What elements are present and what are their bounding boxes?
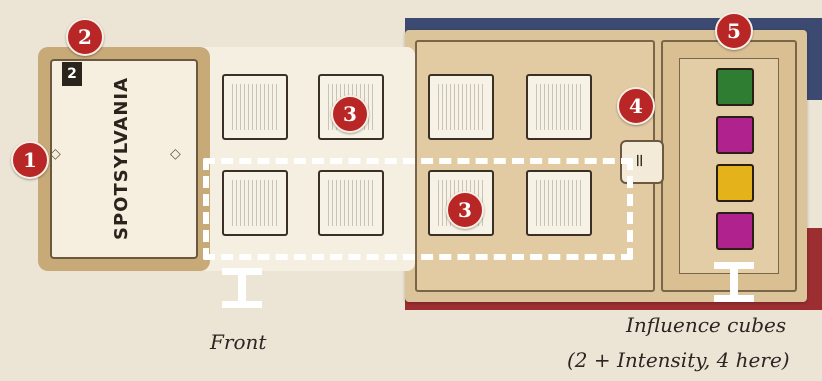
card-number: 2 bbox=[62, 62, 82, 86]
influence-cube bbox=[716, 68, 754, 106]
influence-cube bbox=[716, 164, 754, 202]
tile bbox=[222, 74, 288, 140]
cubes-bracket bbox=[714, 262, 754, 302]
ornament-icon: ◇ bbox=[50, 146, 61, 162]
caption-influence-line1: Influence cubes bbox=[626, 313, 786, 337]
influence-cube bbox=[716, 116, 754, 154]
callout-badge: 1 bbox=[11, 141, 49, 179]
callout-badge: 3 bbox=[331, 95, 369, 133]
callout-badge: 2 bbox=[66, 18, 104, 56]
front-bracket bbox=[222, 268, 262, 308]
tile bbox=[428, 74, 494, 140]
caption-influence-line2: (2 + Intensity, 4 here) bbox=[567, 348, 790, 372]
card-title: SPOTSYLVANIA bbox=[111, 77, 132, 240]
caption-front: Front bbox=[210, 330, 266, 354]
influence-cube bbox=[716, 212, 754, 250]
callout-badge: 3 bbox=[446, 191, 484, 229]
callout-badge: 4 bbox=[617, 87, 655, 125]
ornament-icon: ◇ bbox=[170, 146, 181, 162]
highlight-dashed-box bbox=[203, 158, 633, 260]
callout-badge: 5 bbox=[715, 12, 753, 50]
tile bbox=[526, 74, 592, 140]
